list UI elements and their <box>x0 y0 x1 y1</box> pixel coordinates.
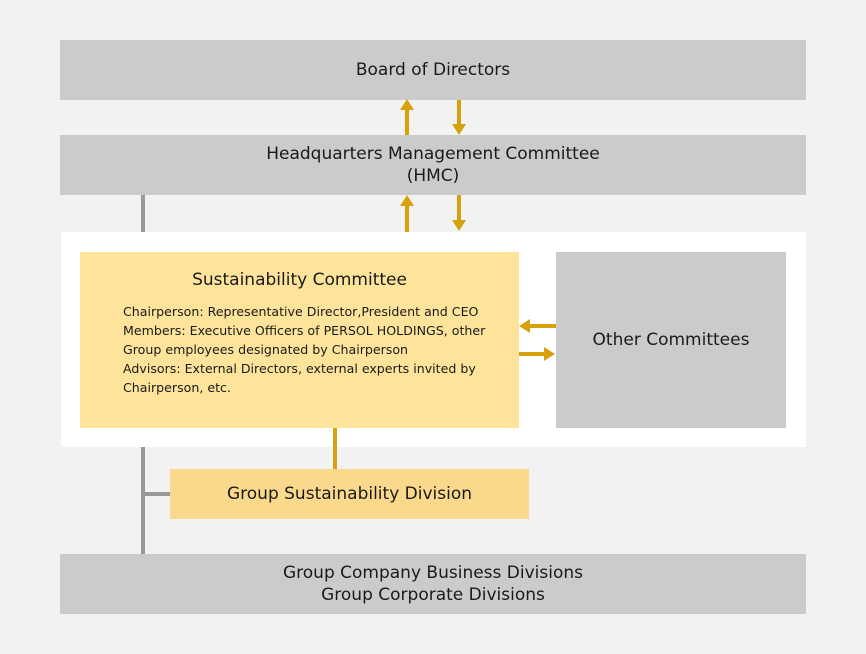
committee-to-division-line <box>333 428 337 469</box>
sustainability-committee-box: Sustainability Committee Chairperson: Re… <box>80 252 519 428</box>
arrow-up-committee-to-hmc <box>400 195 414 232</box>
hmc-label-line1: Headquarters Management Committee <box>266 144 600 164</box>
group-sustainability-division-label: Group Sustainability Division <box>226 484 473 504</box>
connector-line-upper <box>141 195 145 232</box>
chairperson-text: Chairperson: Representative Director,Pre… <box>123 304 479 319</box>
hmc-label-line2: (HMC) <box>406 166 460 186</box>
group-sustainability-division-box: Group Sustainability Division <box>170 469 529 519</box>
arrow-left-other-to-committee <box>519 319 556 333</box>
sustainability-committee-title: Sustainability Committee <box>192 270 407 290</box>
other-committees-label: Other Committees <box>592 330 750 350</box>
hmc-box: Headquarters Management Committee (HMC) <box>60 135 806 195</box>
board-of-directors-box: Board of Directors <box>60 40 806 100</box>
other-committees-box: Other Committees <box>556 252 786 428</box>
group-corporate-divisions-label: Group Corporate Divisions <box>321 585 545 605</box>
arrow-up-hmc-to-board <box>400 99 414 135</box>
arrow-right-committee-to-other <box>519 347 555 361</box>
connector-line-lower <box>141 447 145 554</box>
connector-branch-to-gsd <box>145 492 170 496</box>
board-of-directors-label: Board of Directors <box>355 60 511 80</box>
sustainability-committee-details: Chairperson: Representative Director,Pre… <box>123 302 498 397</box>
group-company-business-divisions-label: Group Company Business Divisions <box>282 563 583 583</box>
arrow-down-board-to-hmc <box>452 100 466 135</box>
group-divisions-box: Group Company Business Divisions Group C… <box>60 554 806 614</box>
advisors-text: Advisors: External Directors, external e… <box>123 361 476 395</box>
members-text: Members: Executive Officers of PERSOL HO… <box>123 323 486 357</box>
arrow-down-hmc-to-committee <box>452 195 466 231</box>
